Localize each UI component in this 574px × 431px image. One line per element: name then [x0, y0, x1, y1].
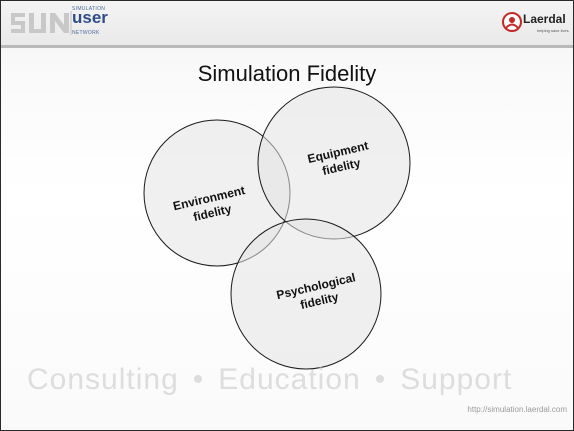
laerdal-logo-icon [502, 12, 522, 32]
footer-word-consulting: Consulting [27, 363, 179, 396]
sun-logo-icon [11, 11, 72, 35]
footer-url[interactable]: http://simulation.laerdal.com [467, 405, 567, 414]
brand-name: Laerdal [523, 12, 566, 26]
footer-word-support: Support [400, 363, 513, 396]
footer-watermark: Consulting • Education • Support [27, 363, 567, 397]
footer-separator: • [374, 363, 387, 396]
logo-small-top: SIMULATION [72, 6, 106, 12]
brand-tagline: helping save lives [537, 28, 569, 33]
header-bar: SIMULATION user NETWORK Laerdal helping … [1, 1, 573, 48]
footer-word-education: Education [218, 363, 361, 396]
footer-separator: • [192, 363, 205, 396]
logo-user-text: user [72, 8, 108, 27]
slide-title: Simulation Fidelity [197, 61, 377, 86]
logo-small-bottom: NETWORK [72, 30, 100, 36]
circle-psychological [230, 218, 382, 370]
